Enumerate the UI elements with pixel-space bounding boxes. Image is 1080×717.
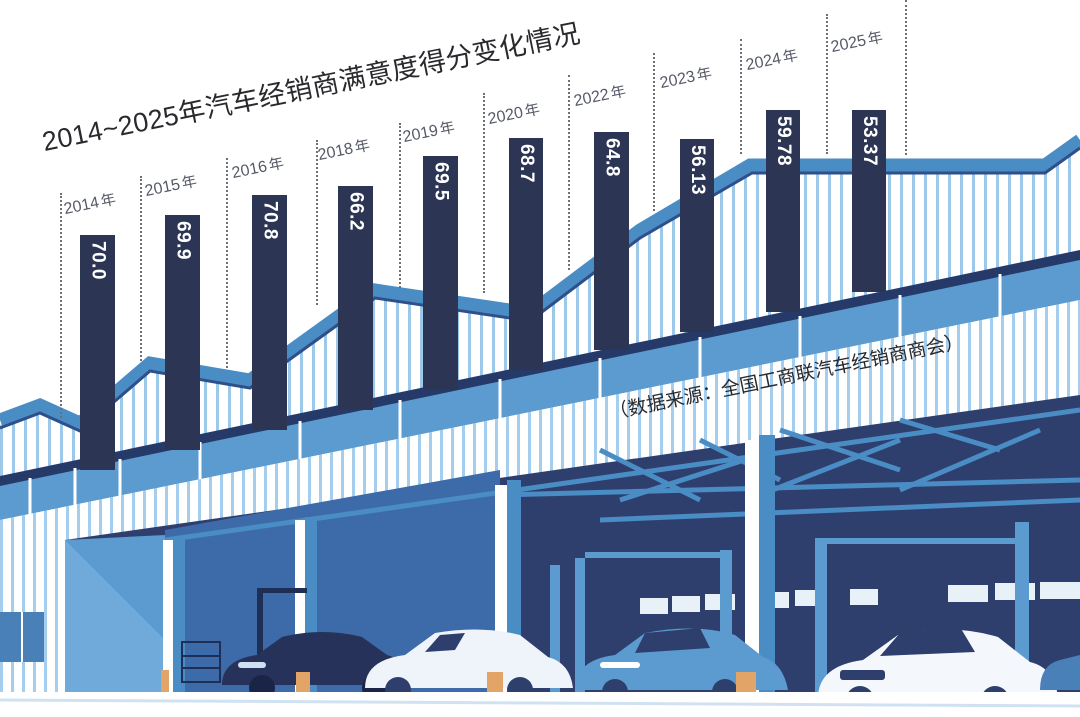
guide-line: [226, 158, 228, 368]
guide-line: [140, 176, 142, 361]
guide-line: [483, 93, 485, 293]
bar-value: 66.2: [345, 192, 367, 231]
guide-line: [60, 193, 62, 418]
bar-value: 59.78: [773, 116, 794, 167]
bar-value: 69.9: [172, 221, 194, 260]
bar-value: 70.0: [87, 241, 109, 280]
bar-2015: 69.9: [165, 215, 200, 450]
guide-line: [568, 75, 570, 270]
guide-line: [316, 140, 318, 305]
bar-value: 70.8: [259, 201, 281, 240]
bar-2025: 53.37: [852, 110, 886, 292]
bar-value: 69.5: [430, 162, 452, 201]
bar-2014: 70.0: [80, 235, 115, 470]
bar-2020: 68.7: [509, 138, 543, 370]
guide-line: [826, 14, 828, 154]
bar-2018: 66.2: [338, 186, 373, 410]
bar-2016: 70.8: [252, 195, 287, 430]
bar-2022: 64.8: [594, 132, 629, 350]
bar-2019: 69.5: [423, 156, 458, 390]
bar-2024: 59.78: [766, 110, 800, 312]
guide-line: [905, 0, 907, 155]
bar-value: 53.37: [859, 116, 880, 167]
guide-line: [399, 123, 401, 288]
guide-line: [740, 39, 742, 154]
guide-line: [653, 53, 655, 211]
bar-value: 68.7: [516, 144, 537, 183]
bar-value: 64.8: [601, 138, 623, 177]
bar-value: 56.13: [687, 145, 708, 196]
bar-2023: 56.13: [680, 139, 714, 332]
